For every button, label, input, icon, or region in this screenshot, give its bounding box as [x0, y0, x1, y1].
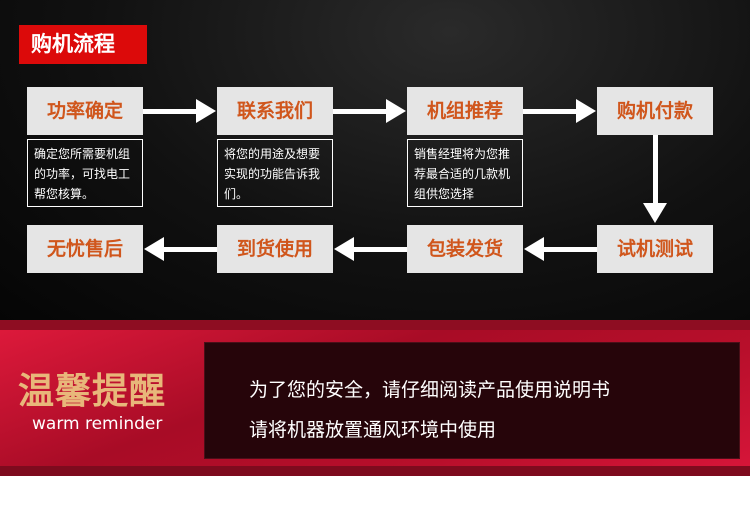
step-arrival: 到货使用 [217, 225, 333, 273]
step-package: 包装发货 [407, 225, 523, 273]
step-description: 将您的用途及想要实现的功能告诉我们。 [217, 139, 333, 207]
section-title: 购机流程 [19, 25, 147, 64]
step-description: 确定您所需要机组的功率，可找电工帮您核算。 [27, 139, 143, 207]
process-section: 购机流程 功率确定 联系我们 机组推荐 购机付款 试机测试 包装发货 到货使用 … [0, 0, 750, 320]
reminder-line: 请将机器放置通风环境中使用 [249, 419, 497, 441]
reminder-message-box: 为了您的安全，请仔细阅读产品使用说明书 请将机器放置通风环境中使用 [204, 342, 740, 459]
step-test: 试机测试 [597, 225, 713, 273]
step-payment: 购机付款 [597, 87, 713, 135]
reminder-subtitle: warm reminder [32, 414, 163, 434]
reminder-title: 温馨提醒 [18, 371, 167, 412]
step-recommend: 机组推荐 [407, 87, 523, 135]
step-description: 销售经理将为您推荐最合适的几款机组供您选择 [407, 139, 523, 207]
step-power: 功率确定 [27, 87, 143, 135]
step-aftersales: 无忧售后 [27, 225, 143, 273]
reminder-line: 为了您的安全，请仔细阅读产品使用说明书 [249, 379, 611, 401]
step-contact: 联系我们 [217, 87, 333, 135]
